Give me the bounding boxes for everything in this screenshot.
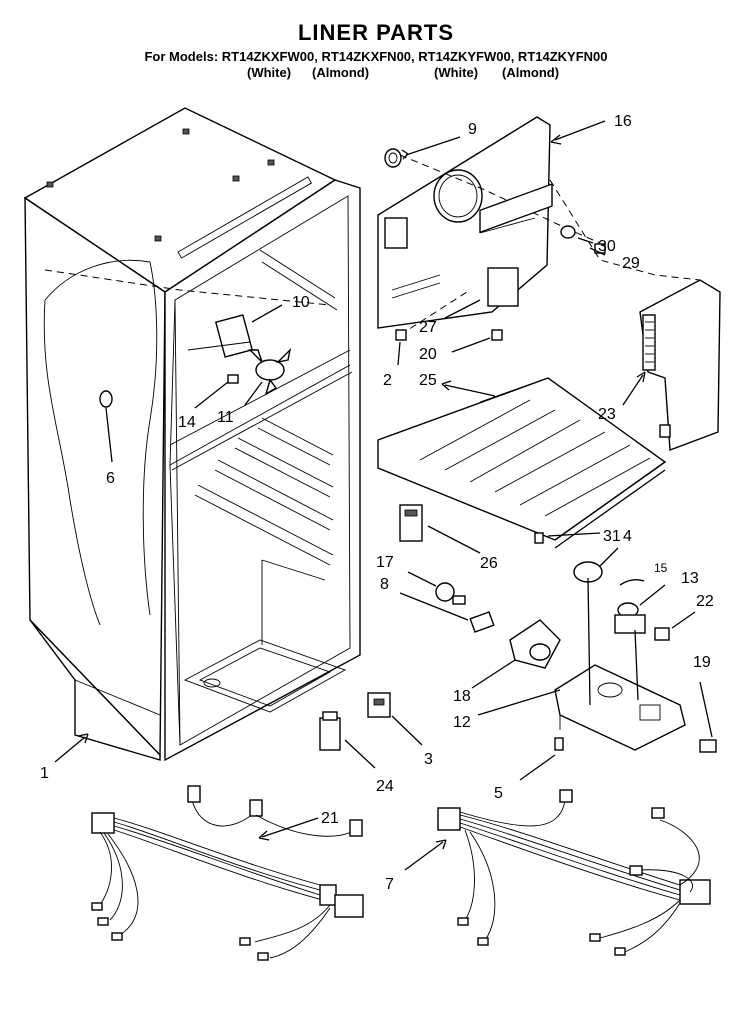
part-7-wire-harness (437, 789, 711, 956)
part-22-connector (654, 627, 670, 641)
callout-23: 23 (598, 406, 616, 423)
callout-22: 22 (696, 593, 714, 610)
variant-white-2: (White) (434, 65, 479, 80)
variant-white-1: (White) (247, 65, 292, 80)
callout-14: 14 (178, 414, 196, 431)
part-3-switch (367, 692, 391, 718)
part-15-clip (619, 578, 645, 586)
callout-11: 11 (217, 409, 234, 426)
part-6-plug (99, 390, 113, 408)
callout-7: 7 (385, 876, 394, 893)
part-8-light-socket (469, 611, 495, 633)
callout-8: 8 (380, 576, 389, 593)
callout-24: 24 (376, 778, 394, 795)
callout-26: 26 (480, 555, 498, 572)
callout-5: 5 (494, 785, 503, 802)
part-24-connector (319, 711, 341, 751)
part-9-grommet (384, 148, 402, 168)
callout-30: 30 (598, 238, 616, 255)
callout-9: 9 (468, 121, 477, 138)
part-18-light-shield (509, 619, 561, 669)
part-17-light-bulb (435, 582, 466, 605)
part-20-screw (491, 329, 503, 341)
callout-3: 3 (424, 751, 433, 768)
variant-almond-1: (Almond) (312, 65, 370, 80)
callout-31: 31 (603, 528, 621, 545)
callout-27: 27 (419, 319, 437, 336)
callout-10: 10 (292, 294, 310, 311)
part-2-screw (395, 329, 407, 341)
callout-29: 29 (622, 255, 640, 272)
variant-almond-2: (Almond) (502, 65, 560, 80)
callout-1: 1 (40, 765, 49, 782)
part-13-thermostat (614, 584, 666, 634)
part-21-wire-harness (91, 785, 364, 961)
callout-16: 16 (614, 113, 632, 130)
air-duct (639, 279, 721, 451)
callout-6: 6 (106, 470, 115, 487)
part-19-connector (699, 739, 717, 753)
page-title: LINER PARTS (297, 20, 455, 45)
models-line: For Models: RT14ZKXFW00, RT14ZKXFN00, RT… (144, 49, 608, 64)
part-12-control-housing (554, 664, 686, 751)
callout-15: 15 (654, 561, 668, 575)
fan-motor-assembly (187, 304, 292, 409)
callout-25: 25 (419, 372, 437, 389)
evaporator-cover-panel (377, 116, 701, 336)
part-31-screw (534, 532, 544, 544)
callout-21: 21 (321, 810, 339, 827)
callout-19: 19 (693, 654, 711, 671)
part-30-nut (560, 225, 576, 239)
evaporator-shelf (377, 183, 667, 549)
callout-2: 2 (383, 372, 392, 389)
callout-17: 17 (376, 554, 394, 571)
callout-13: 13 (681, 570, 699, 587)
callout-4: 4 (623, 528, 632, 545)
callout-18: 18 (453, 688, 471, 705)
callout-12: 12 (453, 714, 471, 731)
part-5-screw (554, 737, 564, 751)
callout-20: 20 (419, 346, 437, 363)
cabinet-liner (23, 107, 361, 762)
